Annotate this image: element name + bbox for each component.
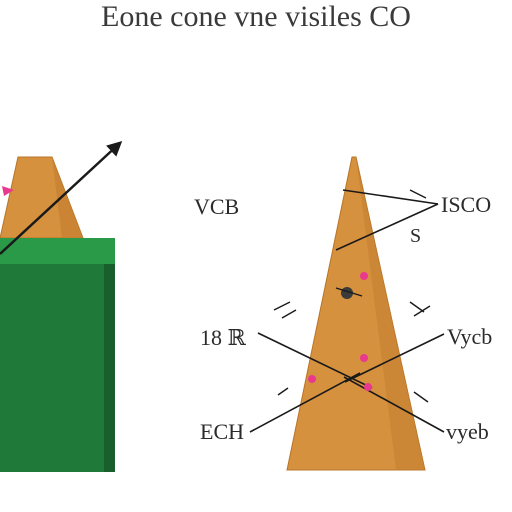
label-left-bottom: ECH	[200, 419, 244, 444]
leader-dot	[335, 287, 363, 297]
pink-dot-1	[360, 272, 368, 280]
lower-left-tick-icon	[277, 387, 289, 396]
leader-bottom-right	[343, 376, 445, 433]
label-left-top: VCB	[194, 194, 240, 219]
lower-right-tick-icon	[413, 391, 429, 403]
pink-dot-2	[360, 354, 368, 362]
diagram-title: Eone cone vne visiles CO	[101, 0, 411, 33]
pink-dot-4	[364, 383, 372, 391]
right-tick-icon	[409, 301, 431, 317]
leader-bottom-left	[249, 372, 361, 433]
left-marker-icon	[2, 186, 14, 196]
green-block-body	[0, 264, 104, 472]
green-block-side	[104, 264, 115, 472]
label-right-mid: Vycb	[447, 324, 493, 349]
leader-top-1	[342, 189, 439, 205]
label-right-bottom: vyeb	[446, 419, 489, 444]
left-arrow	[0, 140, 123, 255]
tall-cone-shade	[356, 157, 425, 470]
left-cone-shade	[52, 157, 83, 238]
label-right-top: ISCO	[441, 192, 492, 217]
leader-top-2	[335, 203, 439, 251]
left-tick-icon	[273, 301, 297, 319]
leader-mid-right	[344, 333, 445, 383]
leader-top-3	[409, 189, 427, 199]
label-left-mid: 18 ℝ	[200, 325, 246, 350]
green-block-top	[0, 238, 115, 264]
label-right-top-sub: S	[410, 225, 422, 247]
pink-dot-3	[308, 375, 316, 383]
